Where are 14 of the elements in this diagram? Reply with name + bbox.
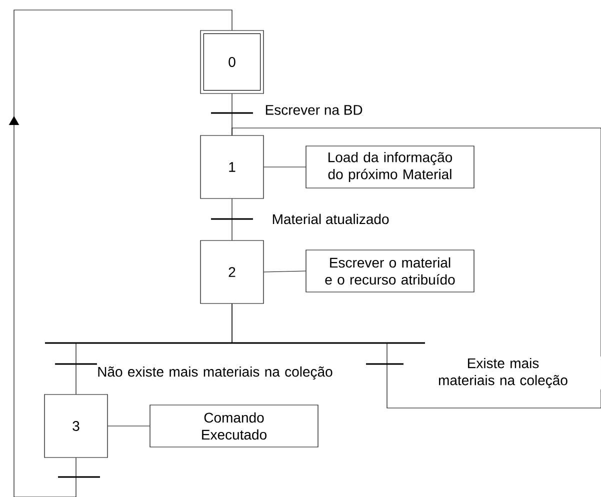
action-box: Comando Executado — [150, 404, 318, 448]
transition-label: Escrever na BD — [263, 104, 364, 116]
step-box: 2 — [200, 240, 264, 304]
step-box: 1 — [200, 135, 264, 199]
transition-label: Material atualizado — [270, 212, 391, 226]
transition-label: Existe mais materiais na coleção — [404, 356, 601, 390]
transition-label: Não existe mais materiais na coleção — [96, 364, 334, 382]
action-box: Escrever o material e o recurso atribuído — [306, 250, 474, 292]
connector-line — [264, 270, 306, 272]
action-box: Load da informação do próximo Material — [306, 146, 474, 188]
step-box: 3 — [44, 394, 108, 458]
initial-step-box: 0 — [200, 30, 264, 94]
connector-line — [264, 166, 306, 168]
connector-line — [8, 10, 232, 497]
